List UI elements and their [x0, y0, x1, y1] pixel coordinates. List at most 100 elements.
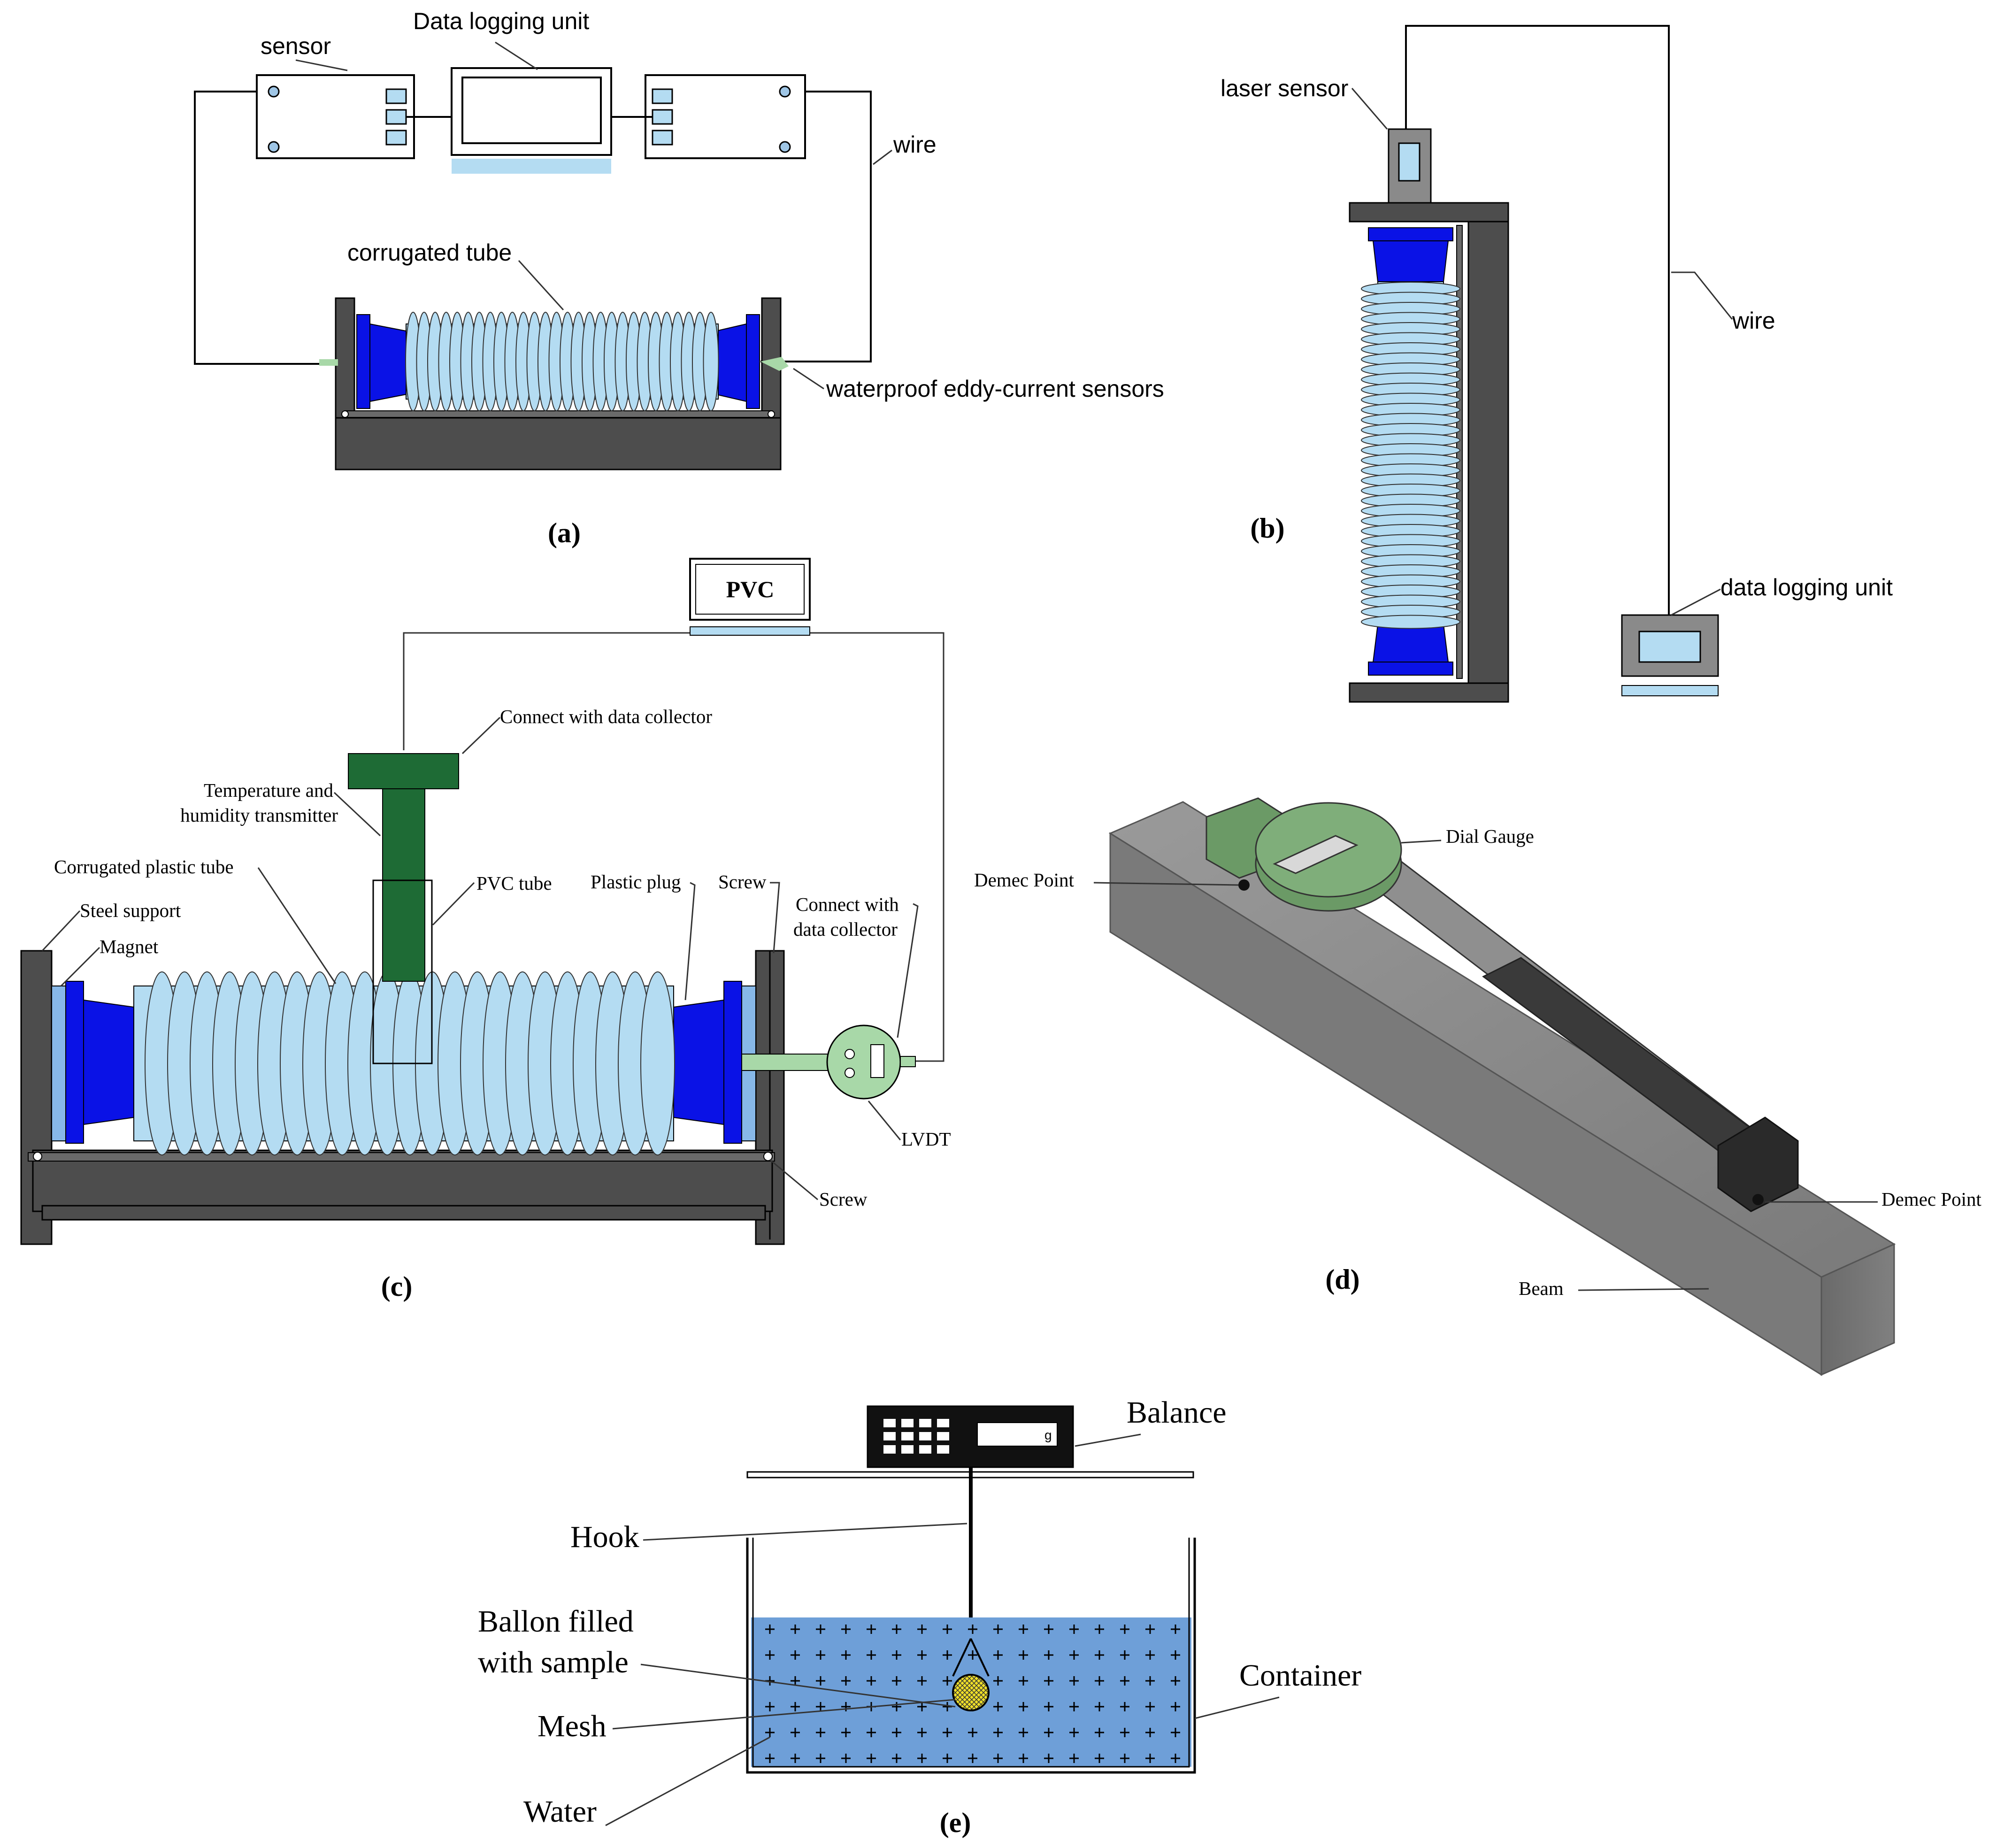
plus-mark [943, 1728, 952, 1737]
plus-mark [1069, 1728, 1079, 1737]
plus-mark [1145, 1754, 1155, 1763]
panel-c: PVC [20, 558, 951, 1302]
plus-mark [816, 1728, 825, 1737]
screw-left [33, 1152, 42, 1161]
label-container: Container [1239, 1658, 1361, 1693]
label-connect-data-collector: Connect with data collector [500, 706, 712, 727]
plus-mark [1145, 1702, 1155, 1711]
leader-mesh [612, 1699, 956, 1730]
leader-dial-gauge [1401, 839, 1442, 844]
plus-mark [765, 1728, 775, 1737]
caption-c: (c) [381, 1271, 413, 1302]
plus-mark [765, 1625, 775, 1634]
label-balloon-line-2: with sample [478, 1645, 629, 1679]
keypad-key [937, 1432, 949, 1440]
plus-mark [1120, 1650, 1129, 1660]
plus-mark [917, 1702, 927, 1711]
plus-mark [841, 1754, 851, 1763]
label-temperature-line-2: humidity transmitter [180, 804, 338, 826]
leader-plastic-plug [684, 882, 696, 1001]
label-dial-gauge: Dial Gauge [1446, 825, 1534, 847]
plus-mark [841, 1650, 851, 1660]
label-connect-with-line-2: data collector [793, 918, 898, 940]
keypad-key [937, 1445, 949, 1454]
plus-mark [993, 1702, 1003, 1711]
panel-a: sensor Data logging unit wire corrugated… [194, 8, 1164, 548]
plus-mark [917, 1650, 927, 1660]
plus-mark [1069, 1676, 1079, 1686]
label-demec-point-right: Demec Point [1881, 1188, 1982, 1210]
tube-rib [1361, 615, 1460, 629]
caption-a: (a) [548, 517, 581, 548]
keypad-key [883, 1445, 896, 1454]
label-demec-point-left: Demec Point [974, 869, 1075, 891]
test-frame-b [1349, 202, 1509, 703]
lvdt [741, 1024, 916, 1100]
label-screw-bottom: Screw [819, 1188, 868, 1210]
plus-mark [1171, 1728, 1180, 1737]
label-plastic-plug: Plastic plug [591, 871, 681, 893]
plus-mark [1095, 1754, 1104, 1763]
leader-pvc-tube [432, 882, 475, 926]
plus-mark [1095, 1650, 1104, 1660]
label-corrugated-tube: corrugated tube [347, 239, 512, 266]
sensor-box-right [645, 74, 806, 159]
label-magnet: Magnet [100, 936, 159, 957]
leader-container [1194, 1696, 1280, 1719]
plus-mark [1095, 1676, 1104, 1686]
label-lvdt: LVDT [901, 1128, 951, 1150]
keypad-key [937, 1419, 949, 1427]
leader-corrugated-plastic-tube [257, 867, 337, 984]
plus-mark [917, 1625, 927, 1634]
plus-mark [867, 1650, 876, 1660]
leader-eddy-current [793, 368, 824, 390]
plus-mark [1145, 1676, 1155, 1686]
label-eddy-current-sensors: waterproof eddy-current sensors [826, 376, 1164, 402]
plus-mark [1019, 1676, 1028, 1686]
plus-mark [1044, 1754, 1053, 1763]
label-pvc-tube: PVC tube [476, 872, 552, 894]
plus-mark [791, 1625, 800, 1634]
plus-mark [993, 1676, 1003, 1686]
plus-mark [1171, 1625, 1180, 1634]
plus-mark [841, 1676, 851, 1686]
balance-unit: g [1044, 1428, 1052, 1442]
plus-mark [1069, 1702, 1079, 1711]
keypad-key [919, 1432, 931, 1440]
label-temperature-line-1: Temperature and [204, 779, 333, 801]
plus-mark [993, 1625, 1003, 1634]
data-logger-monitor-b [1621, 614, 1719, 696]
leader-screw-top [770, 882, 780, 954]
data-logger-monitor-a [451, 67, 612, 174]
plus-mark [1044, 1728, 1053, 1737]
plus-mark [867, 1754, 876, 1763]
label-screw-top: Screw [718, 871, 767, 893]
plus-mark [1095, 1728, 1104, 1737]
caption-b: (b) [1250, 513, 1284, 544]
panel-e: g Balance Hook Ballon filled with sample… [478, 1395, 1361, 1838]
plus-mark [1044, 1676, 1053, 1686]
corrugated-tube-a [405, 312, 719, 411]
plus-mark [892, 1676, 901, 1686]
test-frame-a [319, 297, 789, 470]
plus-mark [816, 1676, 825, 1686]
caption-e: (e) [940, 1807, 971, 1838]
label-hook: Hook [570, 1520, 639, 1554]
plus-mark [867, 1728, 876, 1737]
leader-demec-point-left [1093, 882, 1239, 886]
balance: g [867, 1405, 1074, 1468]
screw-right [763, 1152, 773, 1161]
plus-mark [1171, 1754, 1180, 1763]
plus-mark [1120, 1625, 1129, 1634]
label-connect-with-line-1: Connect with [796, 893, 899, 915]
plus-mark [841, 1702, 851, 1711]
plus-mark [1145, 1650, 1155, 1660]
leader-magnet [60, 947, 100, 987]
concrete-beam [1108, 801, 1896, 1376]
label-laser-sensor: laser sensor [1221, 75, 1348, 101]
plus-mark [1019, 1702, 1028, 1711]
wire-right [760, 91, 872, 362]
plus-mark [917, 1728, 927, 1737]
plus-mark [791, 1702, 800, 1711]
